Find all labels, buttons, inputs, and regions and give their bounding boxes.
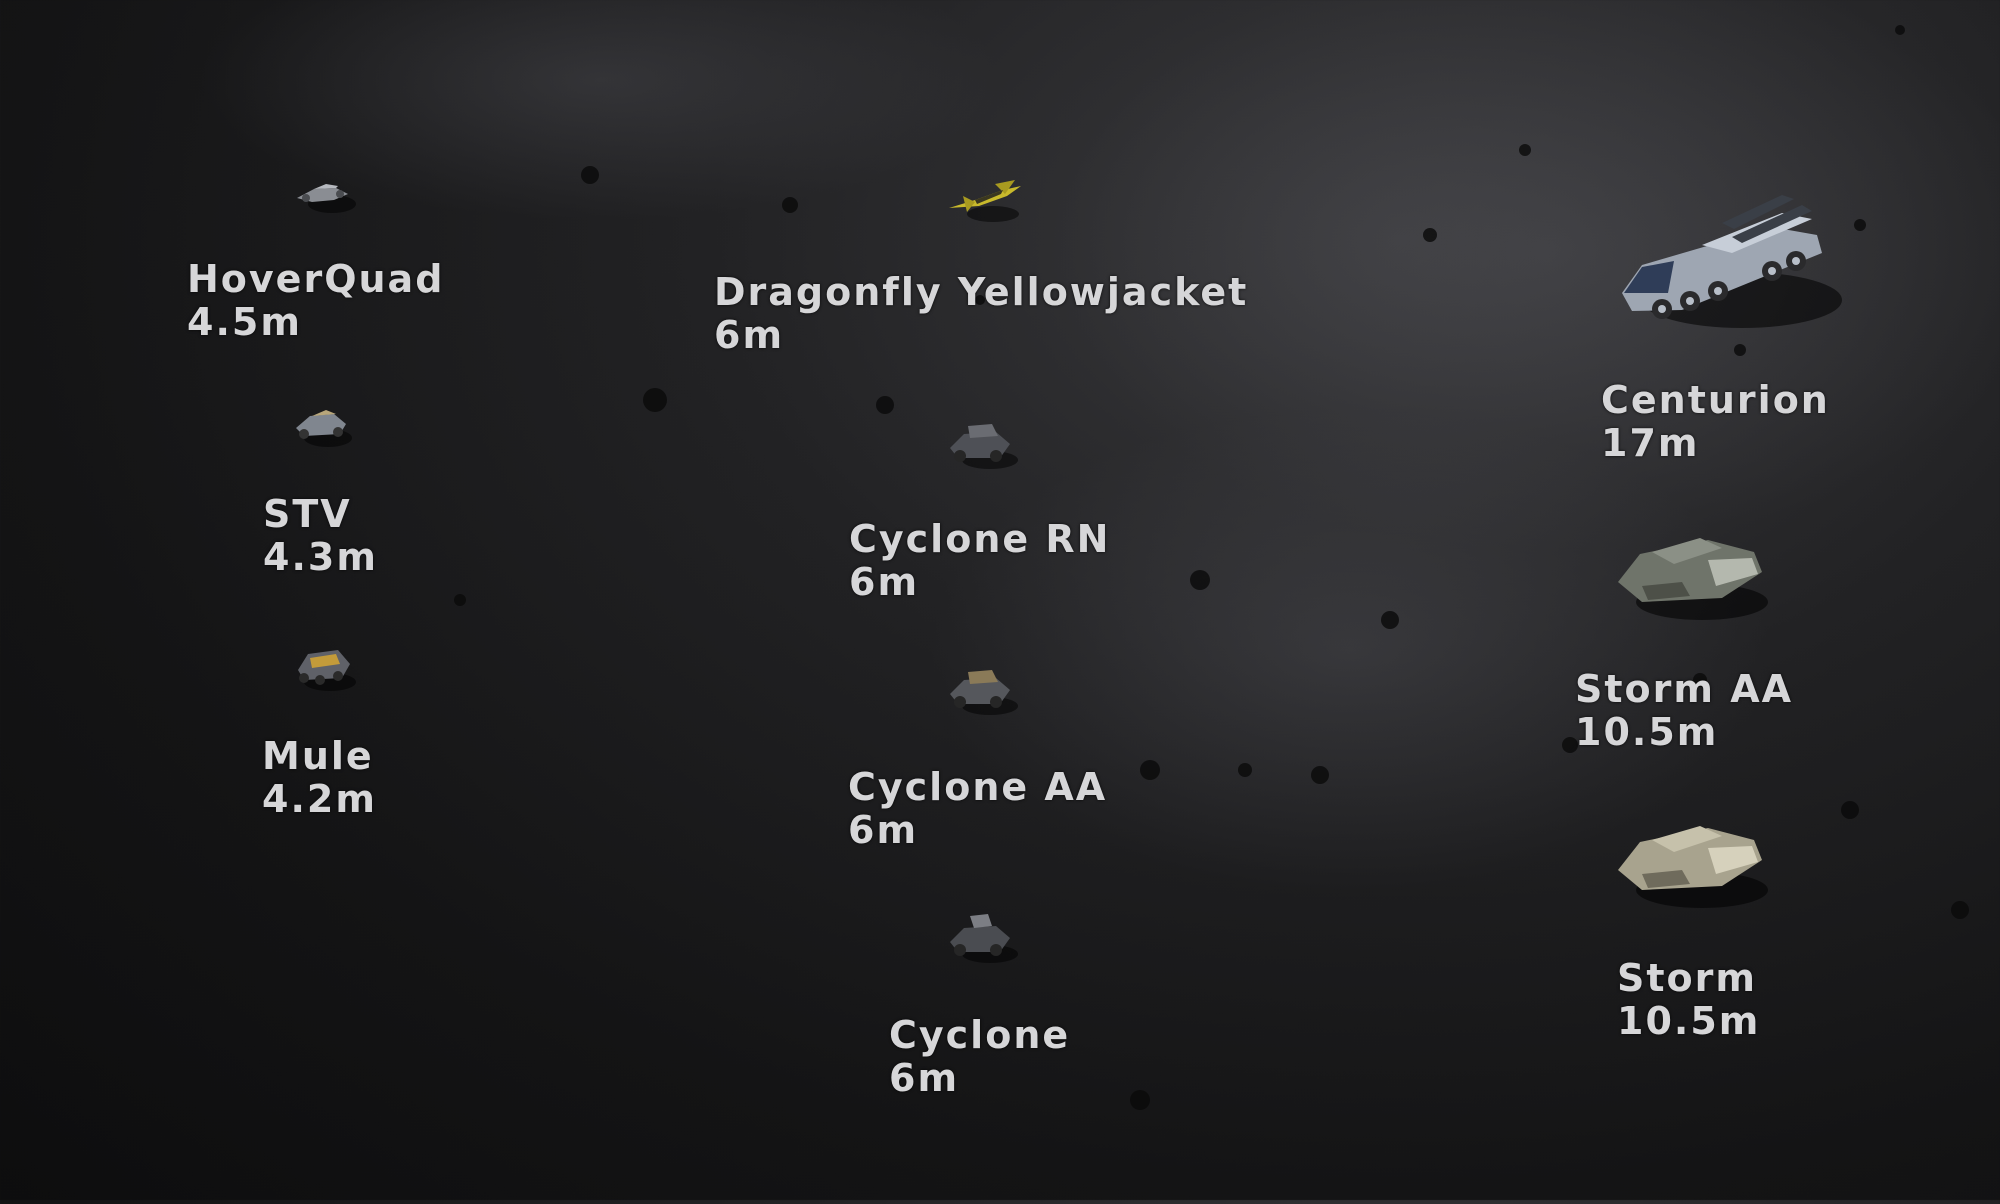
vehicle-name: Cyclone RN: [849, 517, 1111, 561]
vehicle-size: 6m: [714, 313, 785, 357]
cyclone-icon: [950, 914, 1018, 963]
vehicle-name: Mule: [262, 734, 374, 778]
hoverquad-icon: [297, 184, 356, 213]
vehicle-name: Storm AA: [1575, 667, 1794, 711]
vehicle-name: STV: [263, 492, 352, 536]
vehicle-size: 10.5m: [1575, 710, 1719, 754]
dragonfly-icon: [949, 180, 1021, 222]
vehicle-name: Centurion: [1601, 378, 1830, 422]
vehicle-size: 17m: [1601, 421, 1700, 465]
vehicle-name: Storm: [1617, 956, 1757, 1000]
cyclone-rn-icon: [950, 424, 1018, 469]
vehicle-name: HoverQuad: [187, 257, 445, 301]
vehicle-size: 6m: [889, 1056, 960, 1100]
vehicle-size: 6m: [849, 560, 920, 604]
centurion-icon: [1622, 195, 1842, 328]
cyclone-aa-icon: [950, 670, 1018, 715]
vehicle-size: 4.3m: [263, 535, 378, 579]
vehicle-size: 6m: [848, 808, 919, 852]
storm-aa-icon: [1618, 538, 1768, 620]
vehicle-name: Dragonfly Yellowjacket: [714, 270, 1249, 314]
vehicle-size: 10.5m: [1617, 999, 1761, 1043]
vehicle-name: Cyclone AA: [848, 765, 1108, 809]
mule-icon: [298, 650, 356, 691]
vehicle-name: Cyclone: [889, 1013, 1071, 1057]
storm-icon: [1618, 826, 1768, 908]
vehicle-size: 4.2m: [262, 777, 377, 821]
stv-icon: [296, 410, 352, 447]
vehicle-size: 4.5m: [187, 300, 302, 344]
